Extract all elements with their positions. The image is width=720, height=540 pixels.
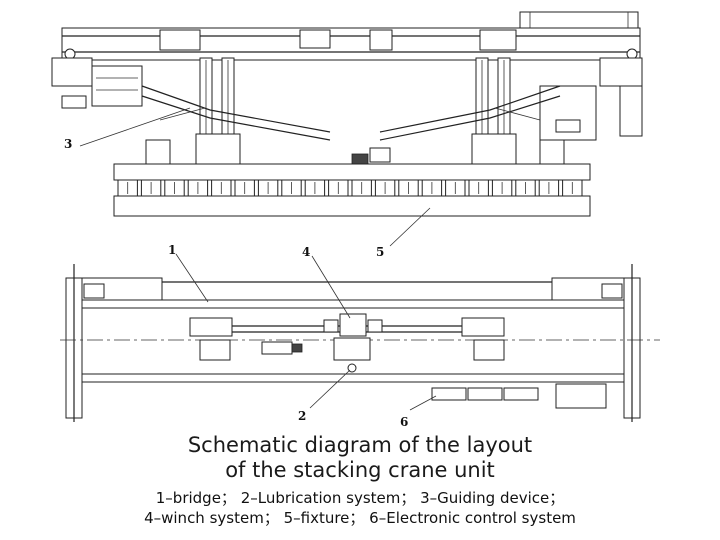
crane-schematic-drawing: 3 5 1 4 2 6 <box>51 11 660 429</box>
callout-4: 4 <box>302 245 310 259</box>
callout-3: 3 <box>64 137 72 151</box>
top-girder <box>61 27 641 61</box>
fixture-units <box>117 179 583 197</box>
plan-view <box>60 264 660 422</box>
callout-5: 5 <box>376 245 384 259</box>
left-cabin <box>91 65 143 107</box>
control-cabinet-3 <box>503 387 539 401</box>
bridge-girder-upper <box>81 299 625 309</box>
callout-6: 6 <box>400 415 408 429</box>
caption-title-line-1: Schematic diagram of the layout <box>187 433 533 457</box>
fixture-beam <box>113 163 591 181</box>
callout-1: 1 <box>168 243 176 257</box>
control-cabinet-1 <box>431 387 467 401</box>
caption-title-line-2: of the stacking crane unit <box>225 458 495 482</box>
control-cabinet-2 <box>467 387 503 401</box>
callouts: 3 5 1 4 2 6 <box>64 107 437 429</box>
elevation-view <box>51 11 643 217</box>
legend-line-2: 4–winch system； 5–fixture； 6–Electronic … <box>144 509 576 527</box>
legend-line-1: 1–bridge； 2–Lubrication system； 3–Guidin… <box>155 489 565 507</box>
bridge-girder-lower <box>81 373 625 383</box>
callout-2: 2 <box>298 409 306 423</box>
